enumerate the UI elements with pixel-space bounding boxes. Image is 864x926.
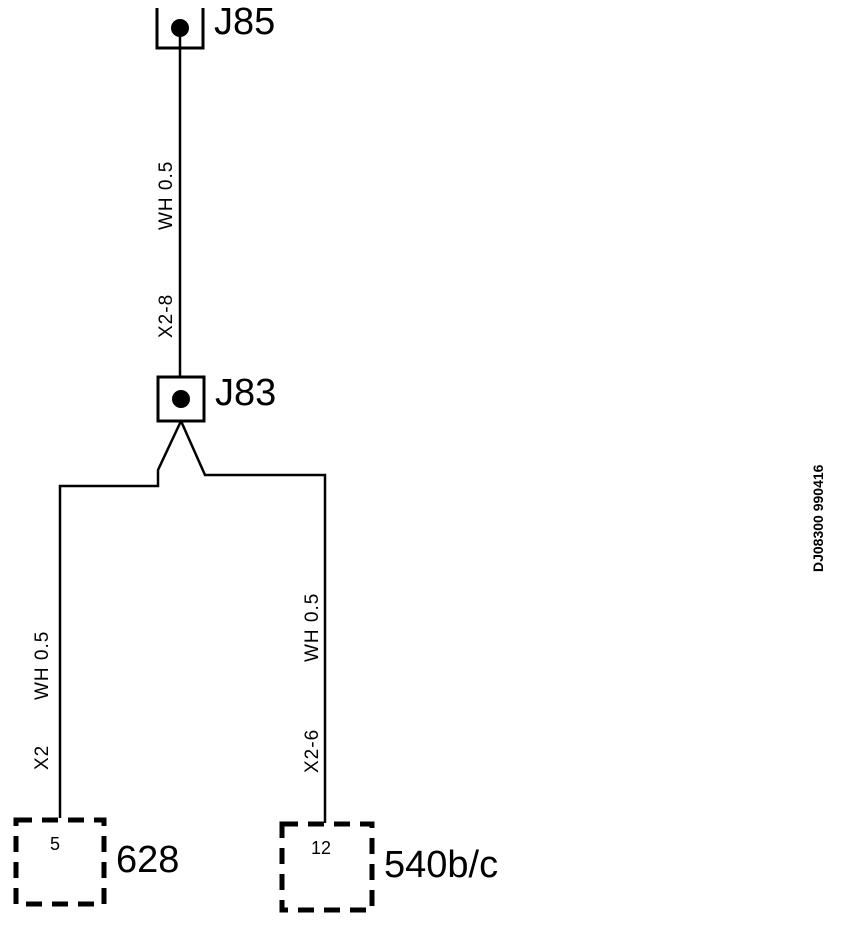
connector-j85-label: J85	[214, 1, 275, 43]
wire-left-spec: WH 0.5	[32, 631, 53, 700]
wire-left-id: X2	[32, 745, 53, 770]
component-628-pin: 5	[50, 834, 60, 854]
connector-j85: J85	[155, 1, 275, 50]
doc-reference: DJ08300 990416	[810, 464, 826, 572]
connector-j83-label: J83	[215, 372, 276, 414]
component-628: 5 628	[13, 817, 179, 907]
wire-x2-6	[179, 420, 327, 823]
component-540bc-label: 540b/c	[384, 844, 498, 886]
wire-right-spec: WH 0.5	[302, 593, 323, 662]
wire-right-id: X2-6	[302, 729, 323, 773]
component-540bc-pin: 12	[311, 838, 331, 858]
component-540bc-box	[279, 821, 375, 913]
connector-j83-terminal	[172, 390, 190, 408]
component-628-box	[13, 817, 107, 907]
connector-j85-terminal	[171, 19, 189, 37]
component-540bc: 12 540b/c	[279, 821, 498, 913]
wire-top-id: X2-8	[156, 294, 177, 338]
connector-j83: J83	[156, 372, 276, 423]
wire-x2	[58, 420, 183, 818]
component-628-label: 628	[116, 839, 179, 881]
wire-top-spec: WH 0.5	[156, 161, 177, 230]
